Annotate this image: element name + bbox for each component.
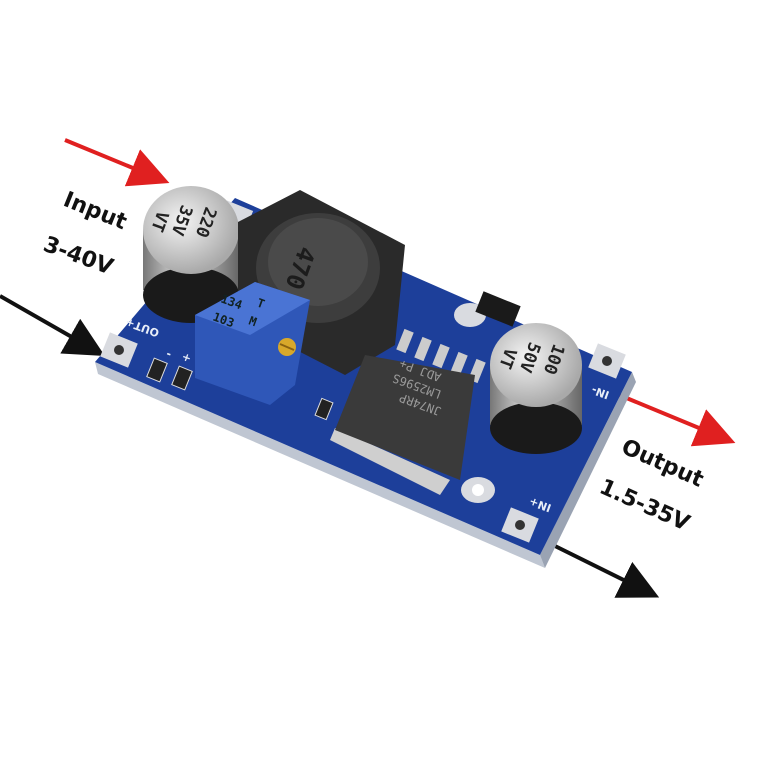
silk-plus: + (180, 350, 193, 365)
pot-mark1: T (255, 296, 267, 312)
pot-line2: 103 (211, 310, 236, 331)
output-capacitor: 100 50V VT (490, 323, 582, 454)
pot-line1: 134 (219, 292, 244, 313)
input-title: Input (60, 187, 131, 235)
diode (475, 291, 521, 327)
pot-mark2: M (247, 314, 259, 330)
output-black-arrow (554, 544, 660, 598)
input-red-arrow (64, 138, 170, 187)
output-red-arrow (611, 390, 736, 447)
silk-in-minus: IN- (590, 383, 611, 401)
silk-minus: - (164, 348, 173, 362)
output-title: Output (618, 435, 708, 493)
trim-potentiometer: 134 103 T M (195, 282, 310, 405)
input-black-arrow (0, 294, 105, 356)
input-range: 3-40V (40, 232, 116, 280)
